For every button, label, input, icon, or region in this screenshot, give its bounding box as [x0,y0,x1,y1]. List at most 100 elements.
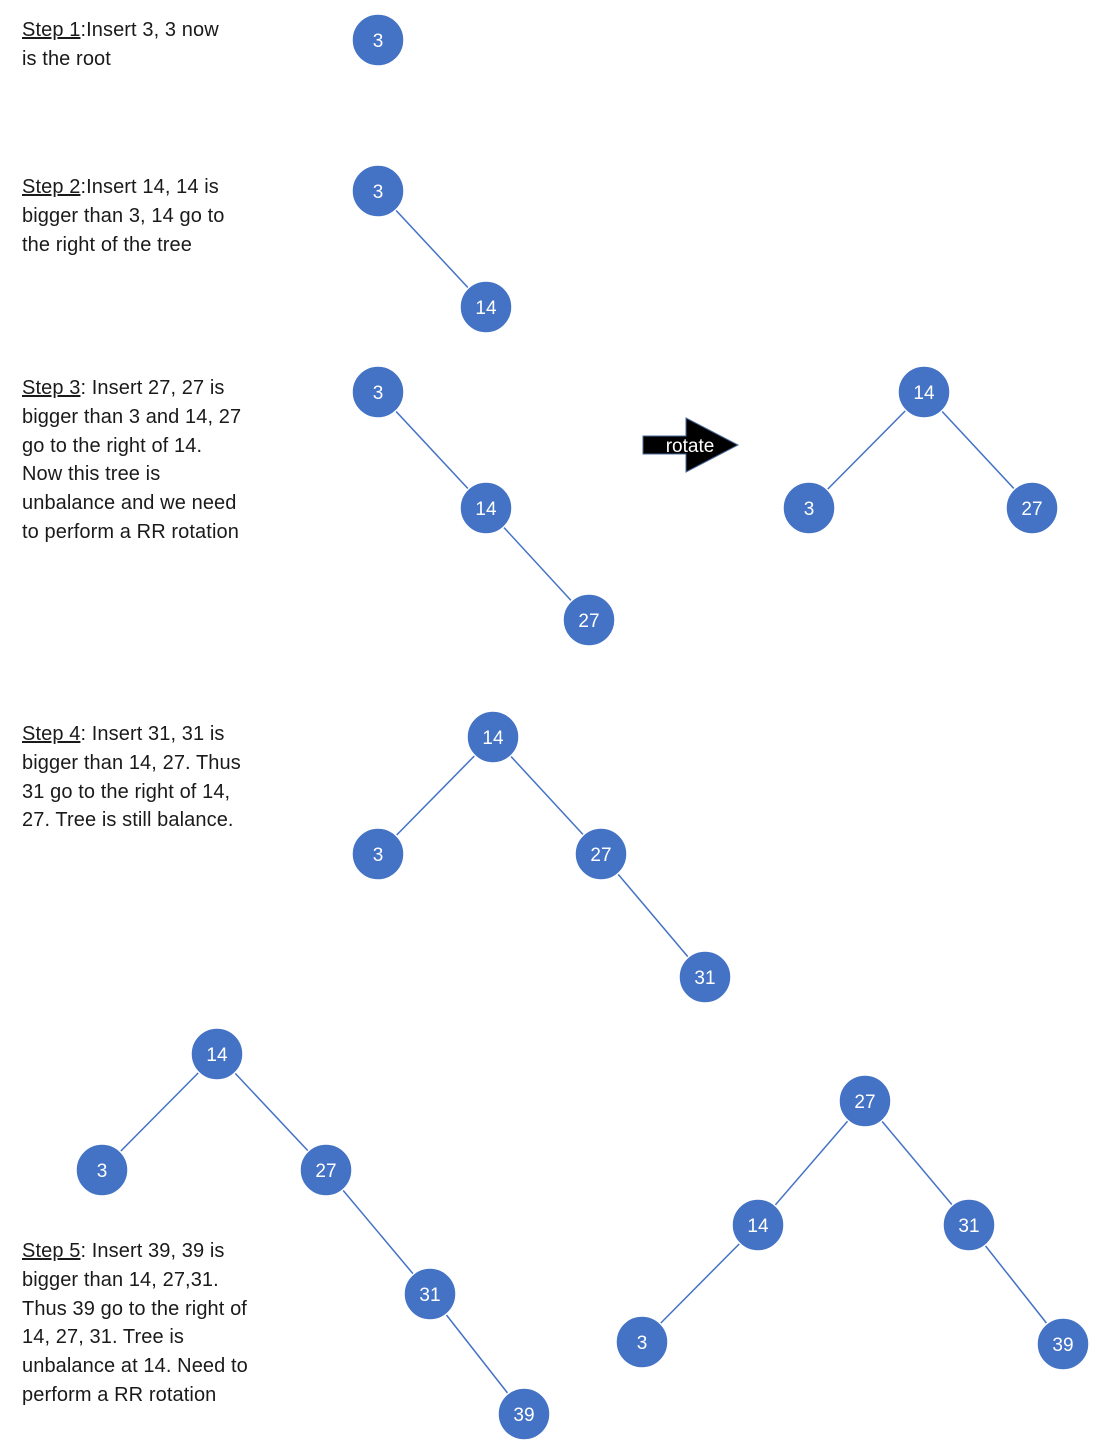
step5-tree-after-node: 39 [1036,1317,1090,1371]
node-circle [615,1315,669,1369]
step-5-text: Step 5: Insert 39, 39 is bigger than 14,… [22,1237,248,1410]
node-circle [678,950,732,1004]
step4-tree-node: 31 [678,950,732,1004]
node-circle [351,827,405,881]
node-value: 14 [913,383,935,404]
nodes-layer: 3 3 14 3 14 27 14 3 27 14 3 27 31 14 3 27 31 39 27 14 31 3 39 [75,13,1090,1441]
node-circle [459,280,513,334]
node-value: 14 [482,728,504,749]
node-value: 14 [747,1216,769,1237]
step-4-line-2: bigger than 14, 27. Thus [22,751,241,774]
step5-tree-after-edge [864,1100,970,1226]
node-circle [351,13,405,67]
step4-tree-node: 3 [351,827,405,881]
node-circle [574,827,628,881]
step1-tree-node: 3 [351,13,405,67]
node-circle [75,1143,129,1197]
node-value: 27 [578,611,599,632]
step3-tree-after-node: 27 [1005,481,1059,535]
step-1-line-2: is the root [22,47,111,70]
step5-tree-after-node: 31 [942,1198,996,1252]
node-value: 14 [475,298,497,319]
step5-tree-before-edge [101,1053,218,1171]
step-2-text: Step 2:Insert 14, 14 is bigger than 3, 1… [22,173,224,259]
node-circle [1036,1317,1090,1371]
step4-tree-node: 14 [466,710,520,764]
node-circle [459,481,513,535]
step-5-line-2: bigger than 14, 27,31. [22,1268,219,1291]
node-value: 3 [804,499,815,520]
step5-tree-before-node: 31 [403,1267,457,1321]
node-value: 3 [97,1161,108,1182]
step5-tree-before-node: 27 [299,1143,353,1197]
step3-tree-before-node: 14 [459,481,513,535]
node-circle [190,1027,244,1081]
node-circle [299,1143,353,1197]
step4-tree-edge [377,736,494,855]
step4-tree-node: 27 [574,827,628,881]
node-circle [1005,481,1059,535]
step5-tree-after-edge [757,1100,866,1226]
step5-tree-before-edge [325,1169,431,1295]
node-value: 3 [373,383,384,404]
node-value: 31 [958,1216,979,1237]
step-3-line-5: unbalance and we need [22,492,237,515]
node-value: 27 [1021,499,1042,520]
step-5-line-5: unbalance at 14. Need to [22,1355,248,1378]
step-3-line-4: Now this tree is [22,463,161,486]
node-circle [466,710,520,764]
step5-tree-before-node: 14 [190,1027,244,1081]
step-5-line-4: 14, 27, 31. Tree is [22,1326,184,1349]
node-circle [897,365,951,419]
step5-tree-after-node: 3 [615,1315,669,1369]
node-circle [403,1267,457,1321]
node-circle [351,164,405,218]
step-5-label: Step 5 [22,1240,81,1262]
node-circle [942,1198,996,1252]
step-5-line-3: Thus 39 go to the right of [22,1297,247,1320]
step4-tree-edge [600,853,706,978]
node-circle [838,1074,892,1128]
step-1-text: Step 1:Insert 3, 3 now is the root [22,16,219,74]
step-4-label: Step 4 [22,723,81,745]
step-5-line-1: : Insert 39, 39 is [80,1240,225,1262]
rotate-arrow-shape [642,417,740,473]
node-value: 14 [475,499,497,520]
node-circle [731,1198,785,1252]
step-1-label: Step 1 [22,19,81,41]
step5-tree-before-node: 39 [497,1387,551,1441]
step-4-line-1: : Insert 31, 31 is [80,723,225,745]
node-value: 3 [637,1333,648,1354]
node-value: 39 [1052,1335,1073,1356]
node-value: 14 [206,1045,228,1066]
step-4-line-3: 31 go to the right of 14, [22,780,231,803]
node-circle [562,593,616,647]
step-3-text: Step 3: Insert 27, 27 is bigger than 3 a… [22,374,241,547]
step5-tree-after-node: 14 [731,1198,785,1252]
step2-tree-node: 3 [351,164,405,218]
step-3-line-1: : Insert 27, 27 is [80,377,225,399]
step-3-line-3: go to the right of 14. [22,434,203,457]
node-value: 3 [373,31,384,52]
step3-tree-before-node: 27 [562,593,616,647]
step3-tree-after-node: 3 [782,481,836,535]
node-circle [497,1387,551,1441]
node-circle [782,481,836,535]
step-2-line-1: :Insert 14, 14 is [80,176,219,198]
step-2-line-2: bigger than 3, 14 go to [22,204,225,227]
step-3-label: Step 3 [22,377,81,399]
step-4-line-4: 27. Tree is still balance. [22,809,234,832]
step3-tree-after-edge [808,391,925,509]
step-2-line-3: the right of the tree [22,233,192,256]
node-value: 27 [315,1161,336,1182]
step-3-line-6: to perform a RR rotation [22,520,239,543]
node-value: 27 [590,845,611,866]
step3-tree-after-node: 14 [897,365,951,419]
step5-tree-before-node: 3 [75,1143,129,1197]
node-value: 3 [373,182,384,203]
node-value: 39 [513,1405,534,1426]
step-4-text: Step 4: Insert 31, 31 is bigger than 14,… [22,720,241,835]
step-2-label: Step 2 [22,176,81,198]
step5-tree-after-node: 27 [838,1074,892,1128]
